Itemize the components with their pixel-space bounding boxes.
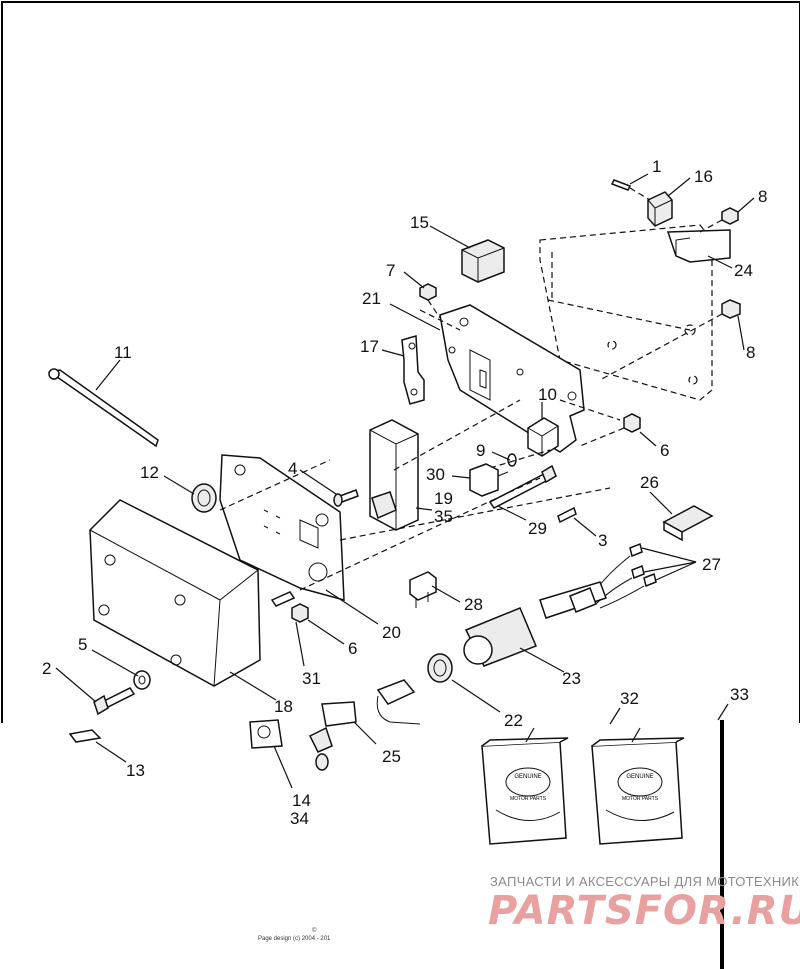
callout-23: 23 [562,669,581,688]
part-16-relay [647,191,673,227]
watermark-logo: PARTSFOR.RU [488,888,800,934]
callout-13: 13 [126,761,145,780]
page-credit: Page design (c) 2004 - 201 [258,936,331,942]
callout-11: 11 [114,343,132,362]
part-29-bolt [488,464,557,509]
package-33-brand-bottom: MOTOR PARTS [622,796,659,802]
callout-19: 19 [434,489,453,508]
part-14-34-panel [249,719,283,749]
callout-6-right: 6 [660,441,669,460]
part-3-screw [557,506,577,524]
callout-5: 5 [78,635,87,654]
callout-10: 10 [538,385,557,404]
part-28-fuse [409,571,437,608]
part-13-label [68,729,102,743]
callout-1: 1 [652,157,661,176]
part-20-plate [219,454,345,601]
callout-34: 34 [290,809,309,828]
part-10-connector [527,417,559,457]
callout-21: 21 [362,289,381,308]
part-23-switch [463,581,607,667]
leader-lines [55,173,755,789]
credit-mark: © [312,928,317,934]
watermark-tagline: ЗАПЧАСТИ И АКСЕССУАРЫ ДЛЯ МОТОТЕХНИКИ [490,874,800,889]
package-33-brand-top: GENUINE [626,774,653,780]
part-27-terminals [589,542,657,609]
package-labels: GENUINE MOTOR PARTS GENUINE MOTOR PARTS [510,774,659,802]
callout-31: 31 [302,669,321,688]
callout-26: 26 [640,473,659,492]
callout-22: 22 [504,711,523,730]
callout-8-right: 8 [746,343,755,362]
part-18-cover [89,499,261,687]
callout-12: 12 [140,463,159,482]
vertical-divider [720,720,724,969]
callout-33: 33 [730,685,749,704]
callout-2: 2 [42,659,51,678]
callout-7: 7 [386,261,395,280]
callout-3: 3 [598,531,607,550]
callout-4: 4 [288,459,297,478]
callout-6-left: 6 [348,639,357,658]
part-30-plug [469,463,509,497]
part-8-nut-top [699,207,739,233]
callout-24: 24 [734,261,753,280]
part-9-washer [489,449,551,469]
part-12-grommet [191,483,217,513]
callout-35: 35 [434,507,453,526]
callout-9: 9 [476,441,485,460]
part-15-relay [461,239,505,283]
part-6-nut-left [291,603,309,623]
callout-numbers: 1 16 8 15 7 24 21 17 8 11 10 9 6 12 4 30… [42,157,767,828]
part-11-cable-tie [48,368,159,448]
callout-20: 20 [382,623,401,642]
part-1-screw [610,179,651,201]
callout-8-top: 8 [758,187,767,206]
callout-16: 16 [694,167,713,186]
part-21-plate [439,304,585,453]
part-26-connector [662,505,714,542]
part-33-package [591,737,685,845]
callout-25: 25 [382,747,401,766]
assembly-lines [219,309,621,591]
part-17-clip [401,335,425,405]
callout-17: 17 [360,337,379,356]
callout-18: 18 [274,697,293,716]
part-31-bolt [270,591,296,607]
callout-29: 29 [528,519,547,538]
callout-30: 30 [426,465,445,484]
callout-32: 32 [620,689,639,708]
part-5-washer [133,670,151,690]
part-19-35-module [369,419,419,531]
part-6-nut-right [579,413,641,447]
callout-28: 28 [464,595,483,614]
package-32-brand-top: GENUINE [514,774,541,780]
part-8-nut-right [599,299,741,381]
part-25-connector [308,679,421,771]
part-32-package [481,737,569,845]
callout-15: 15 [410,213,429,232]
part-2-screw [93,687,136,716]
package-32-brand-bottom: MOTOR PARTS [510,796,547,802]
part-22-seal [427,653,453,683]
callout-27: 27 [702,555,721,574]
part-4-screw [333,489,359,507]
part-24-bracket [539,224,731,401]
part-7-nut [419,283,441,319]
callout-14: 14 [292,791,311,810]
